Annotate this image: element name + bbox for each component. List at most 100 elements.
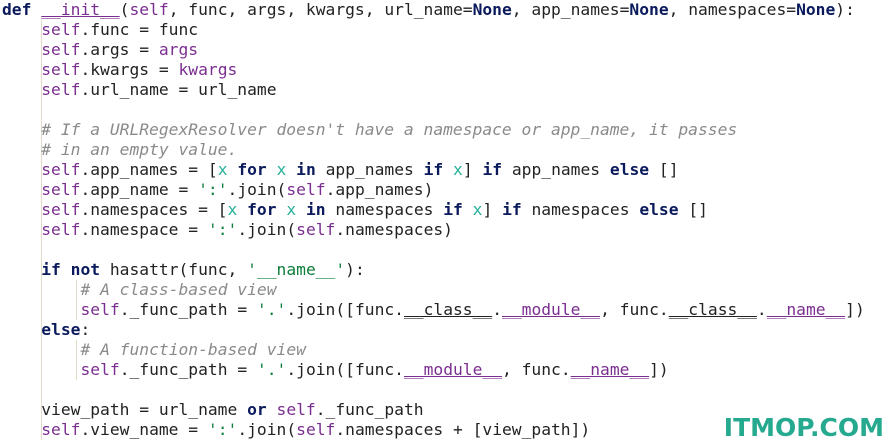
code-token: not (70, 260, 101, 279)
code-token: .url_name = url_name (80, 80, 277, 99)
code-token: ._func_path = (119, 360, 257, 379)
code-token: .namespace = (80, 220, 208, 239)
code-line: self.kwargs = kwargs (41, 60, 237, 80)
code-token: namespaces (325, 200, 444, 219)
code-token: in (305, 200, 326, 219)
code-token: .app_names = [ (80, 160, 218, 179)
code-token: self (296, 420, 336, 439)
code-token: self (80, 300, 120, 319)
code-token (267, 400, 277, 419)
indent-guide (76, 280, 78, 320)
code-token: ':' (207, 220, 238, 239)
code-token: ]) (649, 360, 669, 379)
code-token: else (639, 200, 679, 219)
code-token: else (41, 320, 81, 339)
code-token (31, 0, 41, 19)
code-line: self.view_name = ':'.join(self.namespace… (41, 420, 590, 440)
code-token: . (492, 300, 503, 319)
code-line: # A class-based view (80, 280, 276, 300)
code-token: app_names (502, 160, 610, 179)
code-token: self (41, 40, 81, 59)
indent-guide (41, 20, 43, 440)
code-token: namespaces (521, 200, 640, 219)
code-token: self (41, 180, 81, 199)
code-token: ]) (845, 300, 865, 319)
code-token: if (502, 200, 522, 219)
code-token: self (80, 360, 120, 379)
code-token (296, 200, 306, 219)
code-line: self._func_path = '.'.join([func.__class… (80, 300, 864, 320)
code-token: hasattr(func, (100, 260, 248, 279)
code-token: self (41, 60, 81, 79)
code-token: None (629, 0, 669, 19)
code-token: # A class-based view (80, 280, 277, 299)
code-line: self.func = func (41, 20, 198, 40)
code-token: ] (482, 200, 503, 219)
code-token: .namespaces + [view_path]) (335, 420, 591, 439)
code-line: self.app_names = [x for x in app_names i… (41, 160, 678, 180)
code-token: __class__ (403, 300, 493, 319)
code-token: , app_names= (511, 0, 630, 19)
code-token: ( (119, 0, 130, 19)
code-token: , func. (502, 360, 571, 379)
indent-guide (76, 340, 78, 380)
code-token: __module__ (502, 300, 601, 319)
code-token: self (41, 160, 81, 179)
code-token (277, 200, 287, 219)
code-token: if (423, 160, 444, 179)
code-token: __class__ (668, 300, 757, 319)
code-token: kwargs (178, 60, 238, 79)
code-token: : (80, 320, 91, 339)
watermark-logo: ITMOP.COM (723, 413, 884, 442)
code-token: self (129, 0, 169, 19)
code-token: .join([func. (286, 360, 404, 379)
code-token: self (41, 420, 81, 439)
code-token: .func = func (80, 20, 199, 39)
code-token: self (286, 180, 326, 199)
code-token: x (217, 160, 228, 179)
code-token: , func. (600, 300, 669, 319)
code-token: for (237, 160, 267, 179)
code-line: self.args = args (41, 40, 198, 60)
code-token: self (41, 20, 81, 39)
code-token: x (453, 160, 463, 179)
code-token: None (796, 0, 836, 19)
code-line: # If a URLRegexResolver doesn't have a n… (41, 120, 737, 140)
code-line: self.url_name = url_name (41, 80, 276, 100)
code-line: # A function-based view (80, 340, 305, 360)
code-token: .namespaces) (335, 220, 453, 239)
code-token (267, 160, 277, 179)
code-token: , namespaces= (668, 0, 797, 19)
code-token: for (247, 200, 277, 219)
code-token: .join([func. (286, 300, 404, 319)
code-token: app_names (315, 160, 424, 179)
code-token (463, 200, 473, 219)
code-token: .join( (227, 180, 287, 199)
code-token: ._func_path = (119, 300, 257, 319)
code-token: .view_name = (80, 420, 208, 439)
code-token: ._func_path (315, 400, 424, 419)
code-token: ] (462, 160, 483, 179)
code-token: if (41, 260, 61, 279)
code-token: ): (835, 0, 855, 19)
code-line: self.namespaces = [x for x in namespaces… (41, 200, 708, 220)
code-line: # in an empty value. (41, 140, 237, 160)
code-token: # If a URLRegexResolver doesn't have a n… (41, 120, 738, 139)
code-token: ): (345, 260, 365, 279)
code-line: else: (41, 320, 90, 340)
code-token: [] (649, 160, 679, 179)
code-token: in (296, 160, 316, 179)
code-line: view_path = url_name or self._func_path (41, 400, 423, 420)
code-token: __init__ (41, 0, 120, 19)
code-line: def __init__(self, func, args, kwargs, u… (2, 0, 855, 20)
code-token: or (247, 400, 267, 419)
code-token (443, 160, 453, 179)
code-token: . (756, 300, 767, 319)
code-token: else (609, 160, 650, 179)
code-token: x (286, 200, 297, 219)
code-token: '.' (256, 360, 287, 379)
code-token: args (158, 40, 199, 59)
code-token: self (276, 400, 316, 419)
code-token: '.' (256, 300, 287, 319)
